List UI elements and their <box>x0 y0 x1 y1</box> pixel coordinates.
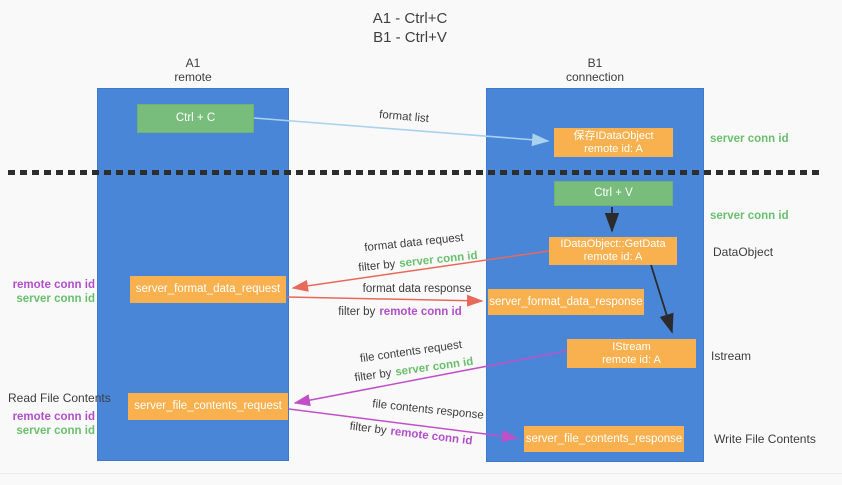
box-getdata-line2: remote id: A <box>583 251 643 263</box>
box-server-file-contents-request-label: server_file_contents_request <box>134 400 282 412</box>
box-server-format-data-request: server_format_data_request <box>130 276 286 303</box>
column-header-a1: A1 remote <box>97 56 289 84</box>
remote-conn-id-text: remote conn id <box>379 306 462 318</box>
label-format-data-response: format data response <box>362 283 472 295</box>
label-server-conn-id-left-1: server conn id <box>16 293 95 305</box>
box-server-file-contents-response: server_file_contents_response <box>524 426 684 452</box>
column-a1-name: A1 <box>185 56 201 70</box>
box-save-idataobject: 保存IDataObject remote id: A <box>554 128 673 157</box>
label-istream: Istream <box>711 349 752 363</box>
box-getdata-line1: IDataObject::GetData <box>560 238 666 250</box>
label-format-list: format list <box>378 108 430 126</box>
diagram-title: A1 - Ctrl+C B1 - Ctrl+V <box>310 9 510 47</box>
box-save-idataobject-line2: remote id: A <box>584 142 643 155</box>
box-server-file-contents-response-label: server_file_contents_response <box>525 432 683 445</box>
box-server-format-data-request-label: server_format_data_request <box>135 283 281 295</box>
box-istream: IStream remote id: A <box>567 339 696 368</box>
arrow-format-data-response <box>286 294 484 307</box>
column-b1-subtitle: connection <box>565 70 625 84</box>
title-line-1: A1 - Ctrl+C <box>372 10 448 27</box>
box-ctrl-v: Ctrl + V <box>554 181 673 206</box>
label-server-conn-id-right-1: server conn id <box>710 133 789 145</box>
label-read-file-contents: Read File Contents <box>8 391 111 405</box>
label-server-conn-id-right-2: server conn id <box>710 210 789 222</box>
copy-paste-separator <box>8 170 824 175</box>
canvas-bottom-edge <box>0 473 842 474</box>
box-ctrl-c: Ctrl + C <box>137 104 254 133</box>
label-write-file-contents: Write File Contents <box>714 432 816 446</box>
label-file-contents-response: file contents response <box>371 398 485 422</box>
remote-conn-id-text: remote conn id <box>389 425 474 448</box>
label-server-conn-id-left-2: server conn id <box>16 425 95 437</box>
box-ctrl-c-label: Ctrl + C <box>175 112 216 124</box>
title-line-2: B1 - Ctrl+V <box>373 29 447 46</box>
box-server-format-data-response-label: server_format_data_response <box>489 295 643 308</box>
column-header-b1: B1 connection <box>486 56 704 84</box>
box-server-format-data-response: server_format_data_response <box>488 289 644 315</box>
label-remote-conn-id-left-2: remote conn id <box>12 411 95 423</box>
filter-by-text: filter by <box>357 258 396 275</box>
server-conn-id-text: server conn id <box>398 249 479 270</box>
box-istream-line2: remote id: A <box>602 353 661 366</box>
box-server-file-contents-request: server_file_contents_request <box>128 393 288 420</box>
column-a1-subtitle: remote <box>174 70 212 84</box>
filter-by-text: filter by <box>338 306 376 318</box>
column-b1-name: B1 <box>587 56 603 70</box>
filter-by-text: filter by <box>348 420 388 437</box>
label-format-data-request: format data request <box>363 231 465 255</box>
box-istream-line1: IStream <box>612 340 651 353</box>
box-save-idataobject-line1: 保存IDataObject <box>573 129 654 142</box>
label-dataobject: DataObject <box>713 245 774 259</box>
label-remote-conn-id-left-1: remote conn id <box>12 279 95 291</box>
box-idataobject-getdata: IDataObject::GetData remote id: A <box>549 237 677 265</box>
server-conn-id-text: server conn id <box>394 355 475 379</box>
box-ctrl-v-label: Ctrl + V <box>594 187 633 199</box>
filter-by-text: filter by <box>353 367 393 385</box>
